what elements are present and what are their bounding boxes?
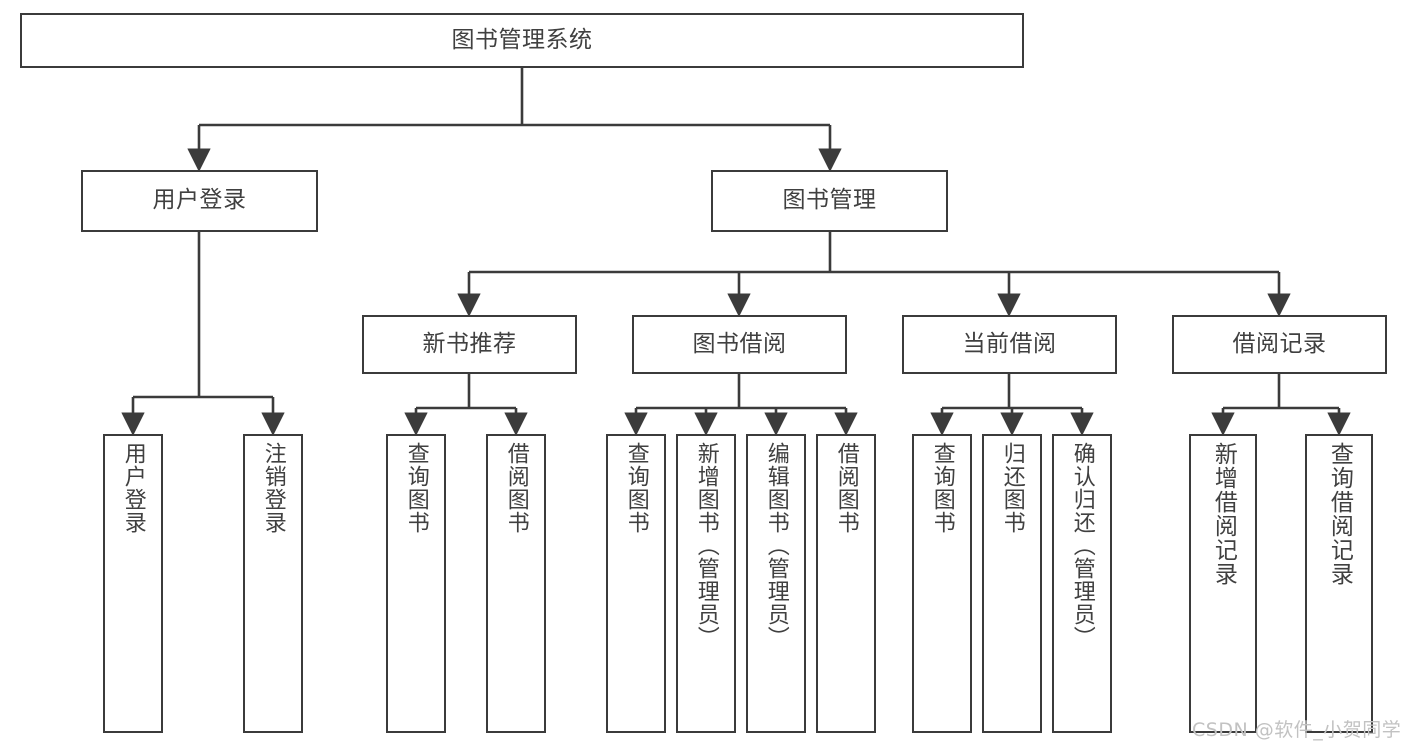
node-leaf-query-book-borrow[interactable]: 查询图书 [606,434,666,733]
node-book-management[interactable]: 图书管理 [711,170,948,232]
node-leaf-return-book-label: 归还图书 [999,442,1025,534]
node-root-label: 图书管理系统 [451,26,593,53]
node-leaf-edit-book-label: 编辑图书（管理员） [763,442,789,649]
node-book-management-label: 图书管理 [782,187,877,214]
node-leaf-confirm-return[interactable]: 确认归还（管理员） [1052,434,1112,733]
node-new-book-recommend-label: 新书推荐 [422,330,517,357]
node-leaf-borrow-book-new[interactable]: 借阅图书 [486,434,546,733]
node-leaf-query-book-new[interactable]: 查询图书 [386,434,446,733]
node-leaf-query-book-borrow-label: 查询图书 [623,442,649,534]
node-leaf-borrow-book-label: 借阅图书 [833,442,859,534]
node-leaf-user-logout[interactable]: 注销登录 [243,434,303,733]
node-leaf-confirm-return-label: 确认归还（管理员） [1069,442,1095,649]
node-leaf-query-book-new-label: 查询图书 [403,442,429,534]
node-leaf-user-login[interactable]: 用户登录 [103,434,163,733]
node-leaf-query-record[interactable]: 查询借阅记录 [1305,434,1373,733]
node-book-borrow[interactable]: 图书借阅 [632,315,847,374]
node-leaf-borrow-book[interactable]: 借阅图书 [816,434,876,733]
node-leaf-add-record-label: 新增借阅记录 [1210,442,1237,586]
node-leaf-add-record[interactable]: 新增借阅记录 [1189,434,1257,733]
node-leaf-add-book[interactable]: 新增图书（管理员） [676,434,736,733]
node-leaf-query-book-current-label: 查询图书 [929,442,955,534]
node-leaf-borrow-book-new-label: 借阅图书 [503,442,529,534]
node-leaf-user-login-label: 用户登录 [120,442,146,534]
node-borrow-record[interactable]: 借阅记录 [1172,315,1387,374]
node-user-login-label: 用户登录 [152,187,247,214]
node-current-borrow[interactable]: 当前借阅 [902,315,1117,374]
node-user-login[interactable]: 用户登录 [81,170,318,232]
node-borrow-record-label: 借阅记录 [1232,330,1327,357]
node-new-book-recommend[interactable]: 新书推荐 [362,315,577,374]
node-leaf-query-record-label: 查询借阅记录 [1326,442,1353,586]
node-leaf-query-book-current[interactable]: 查询图书 [912,434,972,733]
node-root[interactable]: 图书管理系统 [20,13,1024,68]
node-current-borrow-label: 当前借阅 [962,330,1057,357]
watermark: CSDN @软件_小贺同学 [1192,719,1402,741]
node-leaf-user-logout-label: 注销登录 [260,442,286,534]
node-leaf-return-book[interactable]: 归还图书 [982,434,1042,733]
node-leaf-edit-book[interactable]: 编辑图书（管理员） [746,434,806,733]
node-book-borrow-label: 图书借阅 [692,330,787,357]
node-leaf-add-book-label: 新增图书（管理员） [693,442,719,649]
